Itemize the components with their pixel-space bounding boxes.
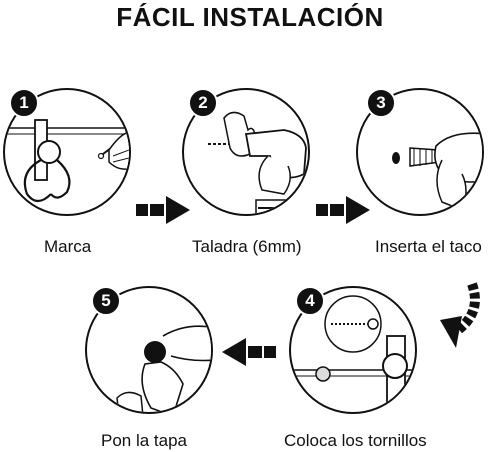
drill-icon — [208, 111, 307, 214]
step-1-label: Marca — [44, 237, 92, 256]
step-5-badge: 5 — [91, 286, 121, 316]
step-1-badge: 1 — [9, 88, 39, 118]
step-3-badge: 3 — [366, 88, 396, 118]
step-4-badge: 4 — [295, 286, 325, 316]
cap-icon — [116, 325, 211, 412]
step-2-label: Taladra (6mm) — [192, 237, 302, 256]
step-4-illustration — [289, 286, 417, 414]
step-3-illustration — [356, 88, 484, 216]
wall-plug-icon — [392, 132, 482, 211]
screw-icon — [291, 295, 415, 407]
hook-marking-icon — [5, 119, 129, 203]
step-1-illustration — [3, 88, 131, 216]
step-4-label: Coloca los tornillos — [284, 431, 427, 450]
curved-arrow-icon — [440, 282, 480, 348]
arrow-right-icon — [136, 196, 190, 224]
arrow-right-icon — [316, 196, 370, 224]
arrow-left-icon — [222, 338, 276, 366]
page-title: FÁCIL INSTALACIÓN — [116, 2, 384, 32]
step-5-label: Pon la tapa — [101, 431, 188, 450]
step-2-badge: 2 — [188, 88, 218, 118]
step-3-label: Inserta el taco — [375, 237, 482, 256]
